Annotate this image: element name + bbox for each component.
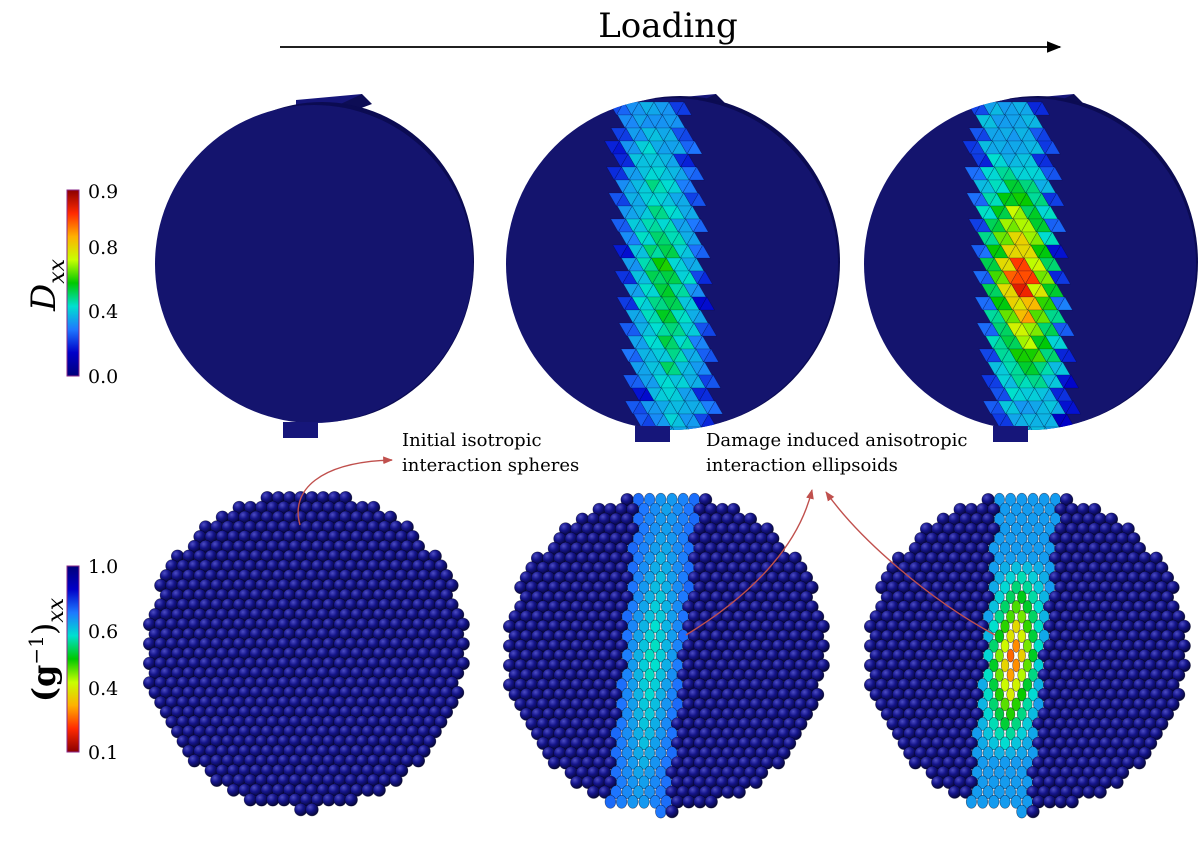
disc-front-face [155,105,473,423]
interaction-sphere [1083,786,1096,799]
interaction-sphere [1044,796,1057,809]
interaction-sphere [1111,776,1124,789]
damage-panel-stage-1 [155,94,474,438]
annotation-anisotropic-line: Damage induced anisotropic [706,430,968,451]
interaction-sphere [255,794,268,807]
interaction-sphere [932,776,945,789]
interaction-sphere [722,786,735,799]
damage-element [672,427,687,440]
interaction-ellipsoid [1007,669,1014,682]
metric-colorbar-tick: 0.6 [88,621,118,643]
interaction-sphere [548,757,561,770]
interaction-ellipsoid [655,805,666,818]
damage-label-symbol: D [24,284,64,312]
interaction-sphere [705,796,718,809]
damage-panel-stage-2 [506,94,840,442]
loading-title: Loading [598,6,738,46]
interaction-sphere [683,796,696,809]
interaction-sphere [587,786,600,799]
interaction-ellipsoid [605,795,616,808]
interaction-sphere [909,757,922,770]
svg-text:Dxx: Dxx [24,258,70,312]
damage-label-subscript: xx [45,258,70,283]
interaction-sphere [1133,757,1146,770]
loading-platen-bottom [635,426,670,442]
interaction-sphere [244,794,257,807]
interaction-sphere [694,796,707,809]
interaction-sphere [750,776,763,789]
interaction-sphere [373,784,386,797]
damage-colorbar-tick: 0.0 [88,366,118,388]
interaction-sphere [295,803,308,816]
interaction-sphere [1066,796,1079,809]
interaction-ellipsoid [977,795,987,808]
interaction-ellipsoid [616,795,627,808]
interaction-sphere [412,755,425,768]
damage-colorbar-tick: 0.9 [88,181,118,203]
interaction-sphere [733,786,746,799]
interaction-ellipsoid [639,795,649,808]
interaction-sphere [227,784,240,797]
loading-platen-bottom [283,422,318,438]
metric-label-superscript: −1 [24,635,48,664]
interaction-sphere [267,794,280,807]
interaction-sphere [334,794,347,807]
interaction-sphere [390,774,403,787]
interaction-sphere [188,755,201,768]
metric-panel-stage-2 [503,493,829,818]
damage-colorbar: 0.9 0.8 0.4 0.0 [67,181,118,388]
damage-element [1030,427,1045,440]
metric-colorbar-tick: 0.4 [88,678,118,700]
metric-label-close: ) [25,623,63,635]
interaction-sphere [211,774,224,787]
interaction-ellipsoid [628,795,638,808]
interaction-ellipsoid [1007,649,1014,662]
interaction-ellipsoid [1013,639,1020,652]
annotation-isotropic-line: interaction spheres [402,455,579,476]
interaction-sphere [571,776,584,789]
annotation-anisotropic-line: interaction ellipsoids [706,455,898,476]
metric-row-label: (g−1)xx [24,597,69,702]
interaction-sphere [948,786,961,799]
damage-element [1045,427,1060,440]
interaction-sphere [772,757,785,770]
interaction-ellipsoid [966,795,976,808]
interaction-sphere [1027,805,1040,818]
metric-colorbar-gradient [67,566,79,752]
damage-colorbar-tick: 0.8 [88,237,118,259]
metric-colorbar-tick: 1.0 [88,556,118,578]
damage-element [687,427,702,440]
svg-text:(g−1)xx: (g−1)xx [24,597,69,702]
interaction-sphere [345,794,358,807]
interaction-sphere [278,794,291,807]
loading-platen-bottom [993,426,1028,442]
metric-colorbar: 1.0 0.6 0.4 0.1 [67,556,118,764]
interaction-ellipsoid [1000,795,1010,808]
interaction-sphere [306,803,319,816]
interaction-sphere [1055,796,1068,809]
interaction-ellipsoid [1013,659,1020,672]
metric-panel-stage-3 [864,493,1190,818]
metric-label-subscript: xx [44,597,69,622]
damage-panel-stage-3 [864,94,1198,442]
interaction-sphere [1094,786,1107,799]
damage-row-label: Dxx [24,258,70,312]
metric-panel-stage-1 [143,491,469,815]
damage-colorbar-tick: 0.4 [88,301,118,323]
annotation-isotropic-line: Initial isotropic [402,430,542,451]
interaction-ellipsoid [1017,805,1027,818]
metric-label-text: (g [25,665,63,703]
metric-colorbar-tick: 0.1 [88,742,118,764]
interaction-sphere [362,784,375,797]
interaction-ellipsoid [1012,620,1020,633]
interaction-ellipsoid [1018,649,1026,662]
damage-element [1053,427,1068,440]
interaction-sphere [323,794,336,807]
interaction-ellipsoid [1007,630,1015,643]
interaction-sphere [666,805,679,818]
damage-colorbar-gradient [67,190,79,376]
interaction-ellipsoid [989,795,999,808]
